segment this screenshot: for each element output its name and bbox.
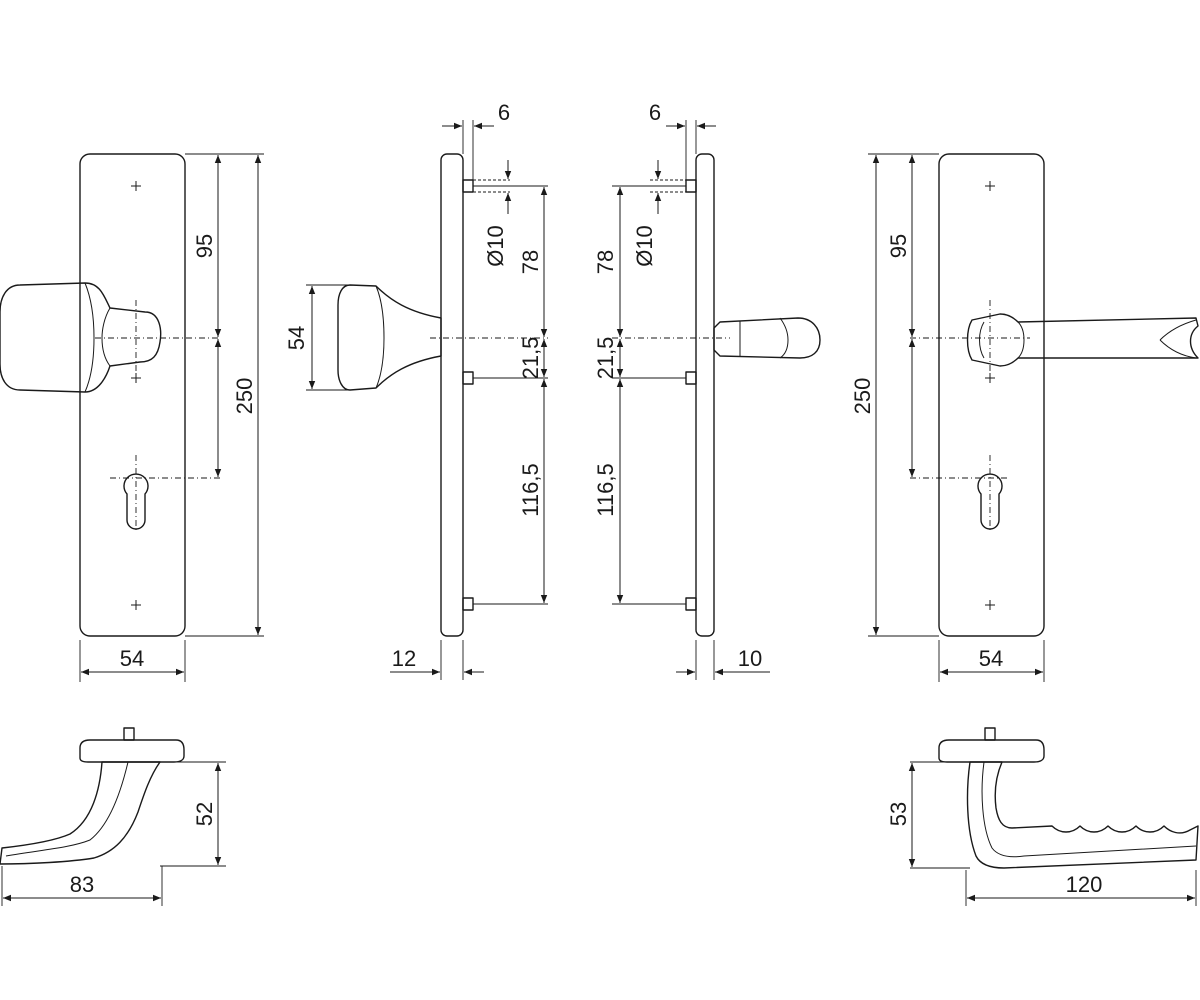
dim-handle-left-length: 83 (70, 872, 94, 897)
dim-handle-right-length: 120 (1066, 872, 1103, 897)
dim-left-mid-distance: 21,5 (518, 337, 543, 380)
side-view-right: 6 Ø10 78 21,5 116,5 10 (593, 100, 821, 680)
knob-side (337, 284, 442, 391)
side-view-left: 54 6 Ø10 78 21,5 116,5 12 (284, 100, 548, 680)
side-plate-left (440, 153, 464, 637)
dim-left-offset: 6 (498, 100, 510, 125)
side-plate-right (695, 153, 715, 637)
lever-side (713, 317, 821, 359)
dim-left-hole-diameter: Ø10 (483, 225, 508, 267)
knob-front (0, 282, 162, 393)
dim-right-thickness: 10 (738, 646, 762, 671)
dim-handle-left-height: 52 (192, 802, 217, 826)
dim-right-width: 54 (979, 646, 1003, 671)
dim-right-total-height: 250 (850, 378, 875, 415)
dim-left-thickness: 12 (392, 646, 416, 671)
handle-top-view-right: 53 120 (886, 727, 1199, 906)
screw-marks-right (985, 181, 995, 610)
lever-front (966, 313, 1199, 367)
dim-right-mid-distance: 21,5 (593, 337, 618, 380)
dim-right-upper-height: 95 (886, 234, 911, 258)
dim-left-lower-distance: 116,5 (518, 463, 543, 516)
dim-right-hole-diameter: Ø10 (632, 225, 657, 267)
keyhole-left (123, 473, 149, 530)
dim-knob-height: 54 (284, 326, 309, 350)
front-view-right: 95 250 54 (850, 153, 1199, 682)
dim-left-upper-height: 95 (192, 234, 217, 258)
handle-top-view-left: 52 83 (0, 727, 226, 906)
backplate-right (938, 153, 1045, 637)
keyhole-right (977, 473, 1003, 530)
front-view-left: 95 250 54 (0, 153, 264, 682)
backplate-left (79, 153, 186, 637)
dim-handle-right-height: 53 (886, 802, 911, 826)
screw-marks-left (131, 181, 141, 610)
dim-right-lower-distance: 116,5 (593, 463, 618, 516)
dim-left-total-height: 250 (232, 378, 257, 415)
dim-left-upper-distance: 78 (518, 250, 543, 274)
dim-left-width: 54 (120, 646, 144, 671)
handle-left (0, 761, 161, 865)
dim-right-upper-distance: 78 (593, 250, 618, 274)
handle-right (966, 761, 1199, 869)
dim-right-offset: 6 (649, 100, 661, 125)
